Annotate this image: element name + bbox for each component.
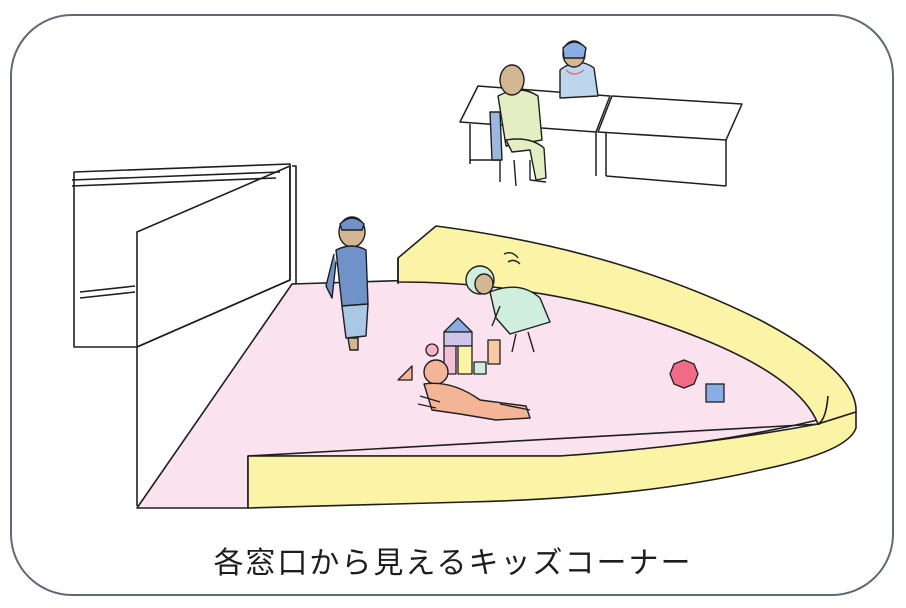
curved-bench <box>247 225 857 509</box>
crouching-girl <box>465 251 551 353</box>
caption-text: 各窓口から見えるキッズコーナー <box>213 546 693 581</box>
seated-adult <box>489 64 547 187</box>
toy-cube <box>705 383 725 403</box>
toy-ball <box>669 359 699 389</box>
staff-member <box>559 40 599 99</box>
crawling-baby <box>417 359 531 421</box>
standing-boy <box>325 216 369 351</box>
wall-block <box>71 163 297 506</box>
